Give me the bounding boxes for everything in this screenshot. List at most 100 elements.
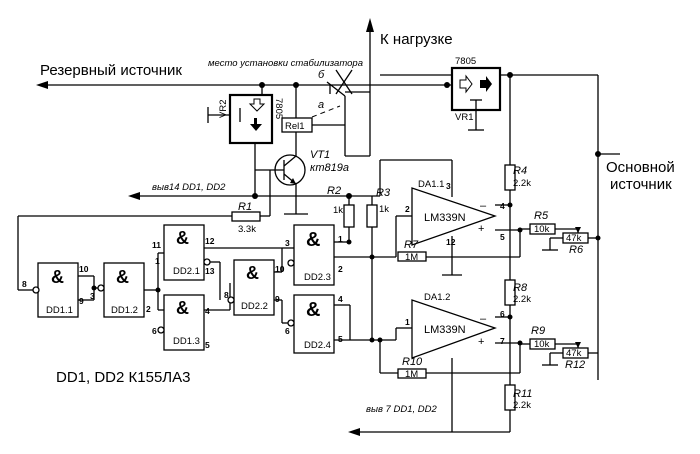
r6-value: 47k	[566, 233, 582, 244]
gate-dd22	[233, 259, 275, 316]
svg-text:10: 10	[275, 264, 285, 274]
gate-dd23-label: DD2.3	[304, 272, 331, 283]
svg-text:1: 1	[338, 234, 343, 244]
svg-text:9: 9	[79, 296, 84, 306]
vt1-ref: VT1	[310, 149, 330, 161]
rel1-label: Rel1	[285, 121, 305, 132]
svg-text:+: +	[478, 336, 484, 348]
gate-dd21	[163, 224, 205, 281]
gate-dd21-label: DD2.1	[173, 266, 200, 277]
r7-ref: R7	[404, 239, 419, 251]
vr2-ref: VR2	[218, 100, 229, 118]
svg-text:5: 5	[205, 340, 210, 350]
svg-text:2: 2	[405, 204, 410, 214]
svg-text:1: 1	[155, 256, 160, 266]
vr2-type: 7805	[273, 98, 284, 119]
gate-dd13-label: DD1.3	[173, 336, 200, 347]
main-source-label-2: источник	[610, 176, 672, 193]
pin14-arrow-icon	[128, 192, 140, 200]
svg-text:5: 5	[500, 232, 505, 242]
svg-text:&: &	[176, 298, 189, 318]
r10-value: 1M	[405, 369, 418, 380]
r8-ref: R8	[513, 282, 528, 294]
vr1-type: 7805	[455, 56, 476, 67]
da12-comparator	[411, 299, 497, 359]
svg-text:&: &	[246, 263, 259, 283]
svg-text:4: 4	[338, 294, 343, 304]
pin7-label: выв 7 DD1, DD2	[366, 404, 437, 415]
r3-resistor	[366, 204, 378, 228]
svg-text:2: 2	[338, 264, 343, 274]
vr2-hollow-arrow-icon	[248, 98, 266, 112]
svg-text:5: 5	[338, 334, 343, 344]
svg-text:2: 2	[146, 304, 151, 314]
vr1-filled-arrow-icon	[480, 76, 492, 92]
gate-dd11-label: DD1.1	[46, 305, 73, 316]
svg-text:–: –	[480, 313, 487, 325]
vr2-filled-arrow-icon	[250, 118, 262, 131]
svg-text:3: 3	[285, 238, 290, 248]
r11-ref: R11	[513, 388, 532, 400]
load-arrow-icon	[366, 18, 374, 32]
r4-ref: R4	[513, 165, 527, 177]
svg-text:&: &	[306, 229, 320, 251]
main-source-label-1: Основной	[606, 159, 675, 176]
r1-ref: R1	[238, 201, 252, 213]
stabilizer-place-label: место установки стабилизатора	[208, 58, 363, 69]
svg-text:&: &	[116, 267, 129, 287]
r9-value: 10k	[534, 339, 550, 350]
svg-text:8: 8	[224, 290, 229, 300]
pin14-label: выв14 DD1, DD2	[152, 182, 226, 193]
da12-type: LM339N	[424, 324, 466, 336]
r12-ref: R12	[565, 359, 585, 371]
gate-dd23	[293, 224, 335, 286]
vr2-regulator	[228, 93, 274, 145]
gate-dd22-label: DD2.2	[241, 301, 268, 312]
gate-dd24-label: DD2.4	[304, 340, 331, 351]
da11-ref: DA1.1	[418, 179, 444, 190]
svg-text:6: 6	[500, 309, 505, 319]
r9-ref: R9	[531, 325, 545, 337]
svg-text:1: 1	[405, 317, 410, 327]
svg-text:11: 11	[152, 240, 161, 250]
reserve-arrow-icon	[36, 81, 48, 89]
r10-ref: R10	[402, 356, 423, 368]
r5-value: 10k	[534, 224, 550, 235]
r12-value: 47k	[566, 348, 582, 359]
contact-a-label: а	[318, 99, 324, 111]
svg-text:&: &	[306, 299, 320, 321]
reserve-source-label: Резервный источник	[40, 62, 182, 79]
svg-text:3: 3	[446, 181, 451, 191]
vr1-ref: VR1	[455, 112, 473, 123]
svg-text:&: &	[176, 228, 189, 248]
r11-value: 2.2k	[513, 400, 531, 411]
gate-dd12-label: DD1.2	[111, 305, 138, 316]
svg-text:3: 3	[90, 291, 95, 301]
da12-ref: DA1.2	[424, 292, 450, 303]
to-load-label: К нагрузке	[380, 31, 453, 48]
r2-value: 1k	[333, 205, 343, 216]
r4-value: 2.2k	[513, 178, 531, 189]
svg-text:7: 7	[500, 336, 505, 346]
r8-value: 2.2k	[513, 294, 531, 305]
vr1-hollow-arrow-icon	[459, 74, 473, 94]
svg-text:12: 12	[205, 236, 215, 246]
svg-text:6: 6	[152, 326, 157, 336]
da11-type: LM339N	[424, 212, 466, 224]
r1-value: 3.3k	[238, 224, 256, 235]
svg-text:8: 8	[22, 279, 27, 289]
contact-b-label: б	[318, 69, 325, 81]
r7-value: 1M	[405, 252, 418, 263]
r6-ref: R6	[569, 244, 584, 256]
gate-dd12	[103, 262, 145, 318]
svg-text:10: 10	[79, 264, 89, 274]
r1-resistor	[231, 211, 261, 222]
r2-resistor	[343, 204, 355, 228]
relay-switch-contact	[326, 81, 346, 97]
gate-dd13	[163, 294, 205, 351]
svg-text:–: –	[480, 200, 487, 212]
r5-ref: R5	[534, 210, 549, 222]
svg-text:4: 4	[205, 306, 210, 316]
r3-value: 1k	[379, 204, 389, 215]
